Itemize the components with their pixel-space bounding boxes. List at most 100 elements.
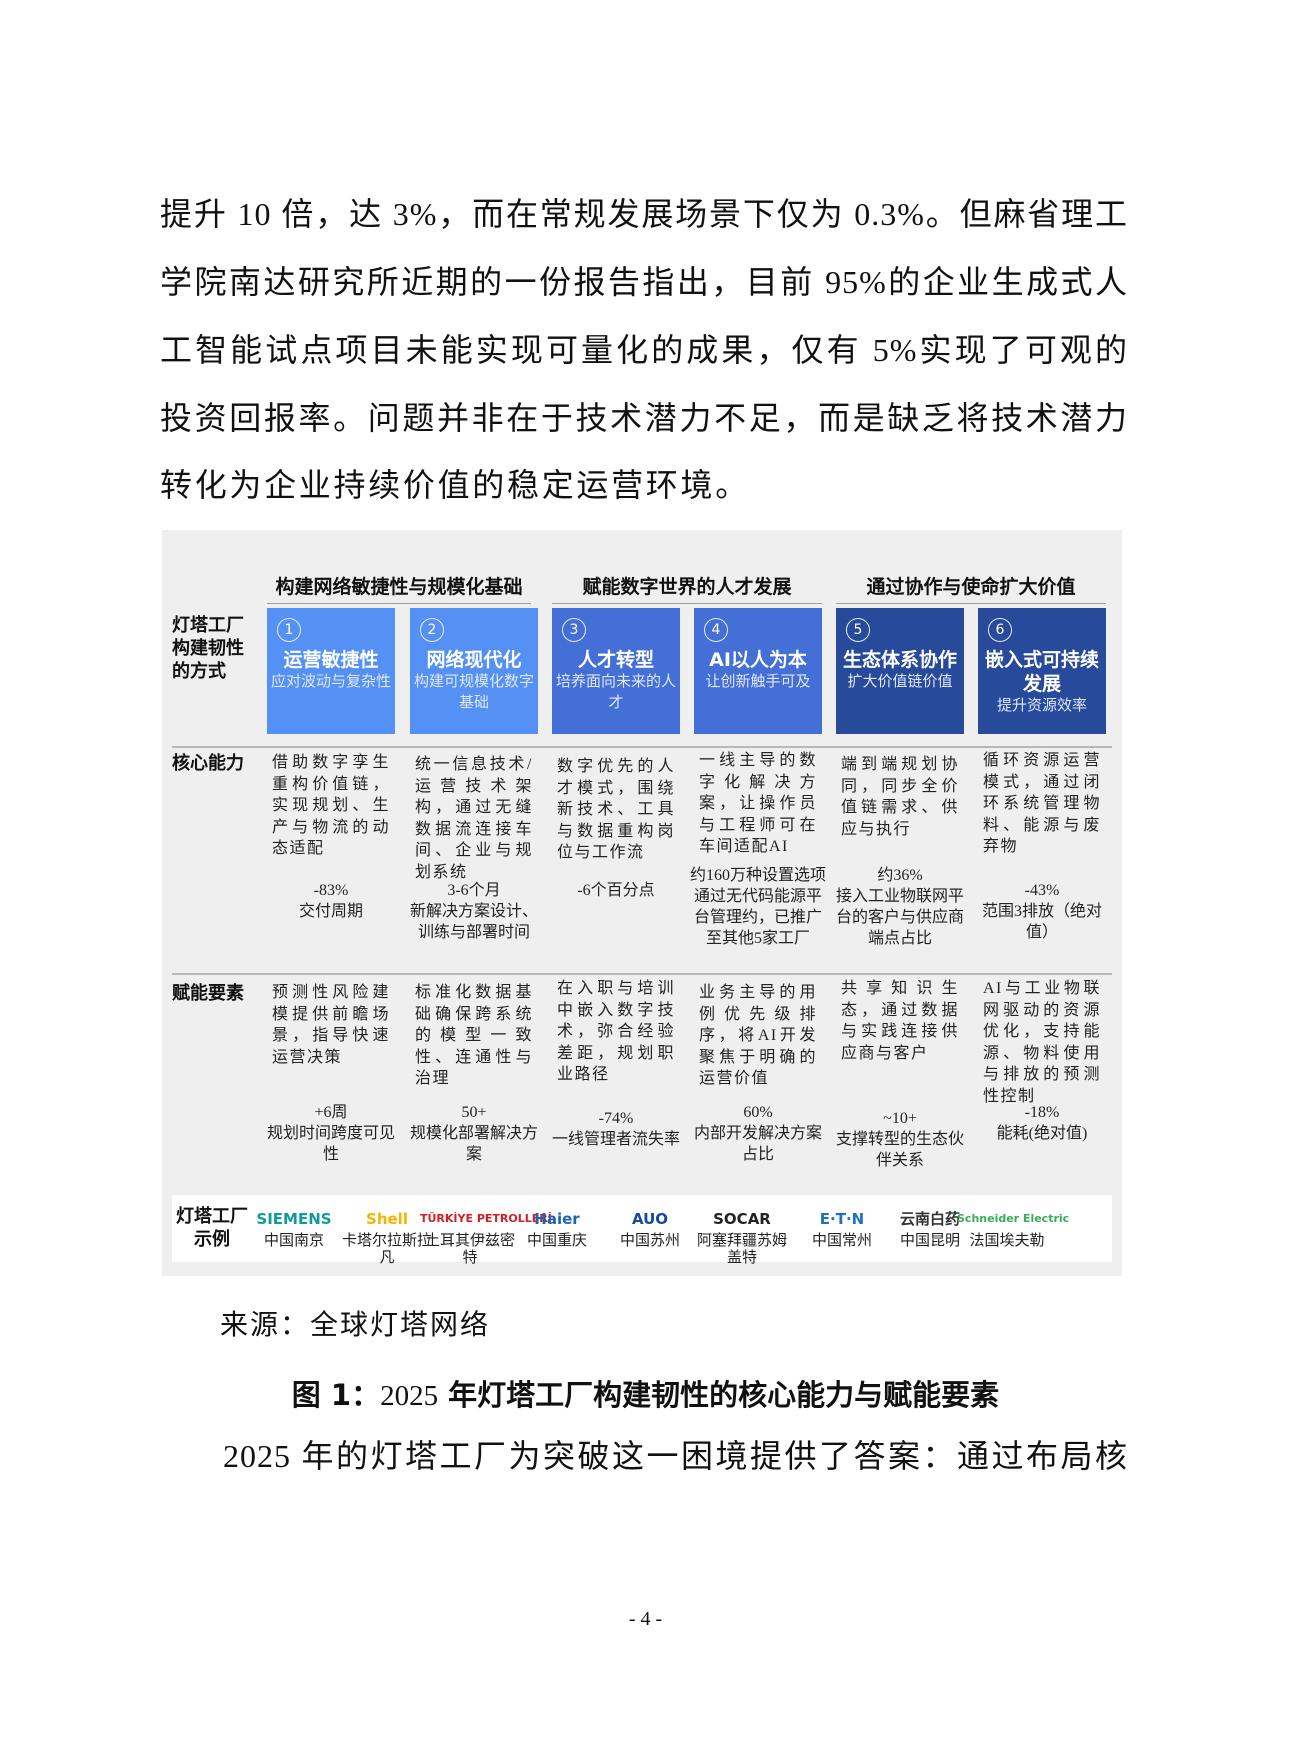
metric-label: 通过无代码能源平台管理约，已推广至其他5家工厂 (693, 888, 822, 947)
metric-label: 接入工业物联网平台的客户与供应商端点占比 (835, 888, 964, 947)
company-logo: E·T·N (819, 1210, 865, 1228)
company-logo: 云南白药 (899, 1210, 960, 1228)
core-capability-text: 统一信息技术/运营技术架构，通过无缝数据流连接车间、企业与规划系统 (415, 756, 533, 881)
metric-label: 支撑转型的生态伙伴关系 (835, 1131, 964, 1169)
enabler-metric: 50+ 规模化部署解决方案 (405, 1102, 543, 1165)
approach-title: 生态体系协作 (842, 649, 957, 671)
caption-prefix: 图 1： (291, 1378, 381, 1412)
figure-caption: 图 1：2025 年灯塔工厂构建韧性的核心能力与赋能要素 (0, 1372, 1291, 1414)
example-factory: 云南白药 中国昆明 (880, 1195, 980, 1250)
row-label-approach: 灯塔工厂构建韧性的方式 (172, 615, 244, 682)
enabler-text: 在入职与培训中嵌入数字技术，弥合经验差距，规划职业路径 (557, 980, 675, 1083)
approach-title: 人才转型 (577, 649, 654, 671)
metric-label: 新解决方案设计、训练与部署时间 (409, 903, 538, 941)
divider (172, 973, 1112, 975)
paragraph-line: 学院南达研究所近期的一份报告指出，目前 95%的企业生成式人 (160, 264, 1128, 300)
paragraph-line: 提升 10 倍，达 3%，而在常规发展场景下仅为 0.3%。但麻省理工 (160, 196, 1128, 232)
metric-value: 约160万种设置选项 (689, 867, 826, 884)
company-logo: SOCAR (713, 1210, 771, 1228)
metric-value: -18% (1024, 1104, 1060, 1121)
step-number-icon: 5 (846, 618, 870, 642)
factory-location: 中国苏州 (619, 1233, 680, 1249)
approach-title: AI以人为本 (709, 649, 807, 671)
example-factory: Schneider Electric 法国埃夫勒 (957, 1195, 1070, 1250)
step-number-icon: 1 (277, 618, 301, 642)
core-capability-text: 数字优先的人才模式，围绕新技术、工具与数据重构岗位与工作流 (557, 758, 675, 861)
company-logo: TÜRKİYE PETROLLERİ (420, 1212, 552, 1225)
factory-location: 卡塔尔拉斯拉凡 (341, 1233, 432, 1266)
approach-subtitle: 提升资源效率 (996, 698, 1087, 714)
group-heading: 通过协作与使命扩大价值 (836, 572, 1106, 604)
enabler-metric: -74% 一线管理者流失率 (547, 1108, 685, 1150)
group-heading: 赋能数字世界的人才发展 (552, 572, 822, 604)
metric-label: 一线管理者流失率 (551, 1131, 680, 1148)
enabler-metric: ~10+ 支撑转型的生态伙伴关系 (831, 1108, 969, 1171)
row-label-core: 核心能力 (172, 753, 244, 774)
factory-location: 中国重庆 (526, 1233, 587, 1249)
paragraph-line: 投资回报率。问题并非在于技术潜力不足，而是缺乏将技术潜力 (160, 400, 1128, 436)
metric-value: 50+ (461, 1104, 487, 1121)
metric-label: 内部开发解决方案占比 (693, 1125, 822, 1163)
company-logo: SIEMENS (256, 1210, 332, 1228)
example-factory: E·T·N 中国常州 (792, 1195, 892, 1250)
approach-title: 嵌入式可持续发展 (984, 649, 1099, 695)
core-metric: -83% 交付周期 (262, 880, 400, 922)
factory-location: 阿塞拜疆苏姆盖特 (696, 1233, 787, 1266)
metric-label: 规模化部署解决方案 (409, 1125, 538, 1163)
approach-subtitle: 构建可规模化数字基础 (413, 674, 534, 711)
metric-value: +6周 (314, 1104, 348, 1121)
metric-value: -74% (598, 1110, 634, 1127)
core-capability-text: 借助数字孪生重构价值链，实现规划、生产与物流的动态适配 (272, 754, 390, 857)
paragraph-line: 2025 年的灯塔工厂为突破这一困境提供了答案：通过布局核 (223, 1438, 1128, 1474)
example-factory: Haier 中国重庆 (507, 1195, 607, 1250)
core-metric: 约160万种设置选项 通过无代码能源平台管理约，已推广至其他5家工厂 (689, 865, 827, 949)
metric-label: 交付周期 (298, 903, 363, 920)
core-capability-text: 端到端规划协同，同步全价值链需求、供应与执行 (841, 756, 959, 838)
metric-value: -43% (1024, 882, 1060, 899)
step-number-icon: 6 (988, 618, 1012, 642)
page-number: - 4 - (628, 1608, 663, 1630)
divider (172, 746, 1112, 748)
step-number-icon: 4 (704, 618, 728, 642)
paragraph-line: 工智能试点项目未能实现可量化的成果，仅有 5%实现了可观的 (160, 332, 1128, 368)
enabler-text: 业务主导的用例优先级排序，将AI开发聚焦于明确的运营价值 (699, 984, 817, 1087)
enabler-text: 共享知识生态，通过数据与实践连接供应商与客户 (841, 980, 959, 1062)
example-factory: SOCAR 阿塞拜疆苏姆盖特 (692, 1195, 792, 1267)
enabler-text: 预测性风险建模提供前瞻场景，指导快速运营决策 (272, 984, 390, 1066)
figure-source: 来源：全球灯塔网络 (220, 1310, 491, 1341)
row-label-examples: 灯塔工厂示例 (176, 1206, 248, 1250)
examples-strip: 灯塔工厂示例 SIEMENS 中国南京 Shell 卡塔尔拉斯拉凡 TÜRKİY… (172, 1195, 1112, 1266)
factory-location: 土耳其伊兹密特 (424, 1233, 515, 1266)
company-logo: Shell (366, 1210, 408, 1228)
approach-title: 网络现代化 (426, 649, 522, 671)
row-label-enablers: 赋能要素 (172, 983, 244, 1004)
metric-label: 规划时间跨度可见性 (266, 1125, 395, 1163)
company-logo: Haier (534, 1210, 580, 1228)
approach-card: 5 生态体系协作 扩大价值链价值 (836, 608, 964, 734)
approach-subtitle: 培养面向未来的人才 (555, 674, 676, 711)
metric-label: 范围3排放（绝对值） (981, 903, 1102, 941)
factory-location: 中国常州 (811, 1233, 872, 1249)
metric-value: ~10+ (883, 1110, 917, 1127)
factory-location: 中国南京 (263, 1233, 324, 1249)
company-logo: Schneider Electric (957, 1212, 1070, 1225)
metric-value: 3-6个月 (447, 882, 501, 899)
core-capability-text: 一线主导的数字化解决方案，让操作员与工程师可在车间适配AI (699, 752, 817, 855)
metric-value: -6个百分点 (577, 882, 655, 899)
core-metric: 3-6个月 新解决方案设计、训练与部署时间 (405, 880, 543, 943)
example-factory: Shell 卡塔尔拉斯拉凡 (337, 1195, 437, 1267)
approach-card: 6 嵌入式可持续发展 提升资源效率 (978, 608, 1106, 734)
metric-label: 能耗(绝对值) (996, 1125, 1088, 1142)
enabler-metric: +6周 规划时间跨度可见性 (262, 1102, 400, 1165)
core-metric: 约36% 接入工业物联网平台的客户与供应商端点占比 (831, 865, 969, 949)
step-number-icon: 2 (420, 618, 444, 642)
approach-card: 4 AI以人为本 让创新触手可及 (694, 608, 822, 734)
factory-location: 中国昆明 (899, 1233, 960, 1249)
metric-value: -83% (313, 882, 349, 899)
approach-card: 2 网络现代化 构建可规模化数字基础 (410, 608, 538, 734)
caption-year: 2025 (380, 1380, 439, 1412)
approach-subtitle: 扩大价值链价值 (847, 674, 953, 690)
enabler-metric: -18% 能耗(绝对值) (973, 1102, 1111, 1144)
core-metric: -43% 范围3排放（绝对值） (973, 880, 1111, 943)
paragraph-line: 转化为企业持续价值的稳定运营环境。 (160, 467, 750, 503)
